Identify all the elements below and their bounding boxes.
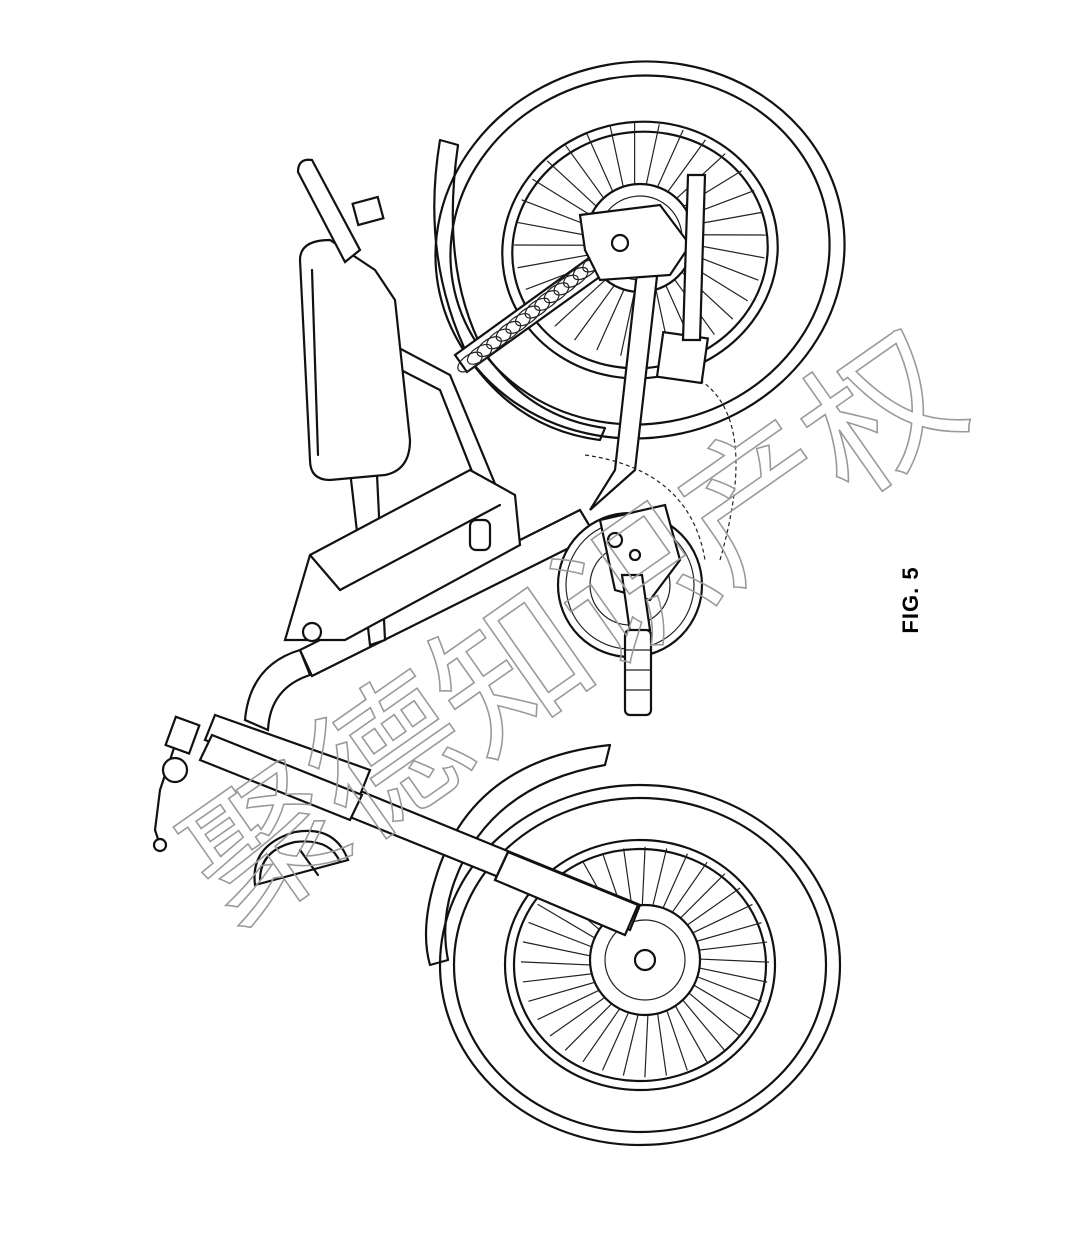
seat [298,238,412,482]
figure-label: FIG. 5 [898,566,923,634]
front-fork [343,788,642,937]
headlight [253,829,350,887]
rear-dropout [578,203,692,282]
kickstand [681,173,707,342]
battery-pack [283,468,522,643]
front-wheel [438,783,842,1147]
rear-fender [433,138,607,442]
front-fender [424,743,612,967]
rear-grab-bar [296,158,362,264]
handlebar [152,715,201,853]
crank-and-pedal [620,573,653,717]
drive-chain [584,379,737,561]
tail-light [351,195,385,227]
